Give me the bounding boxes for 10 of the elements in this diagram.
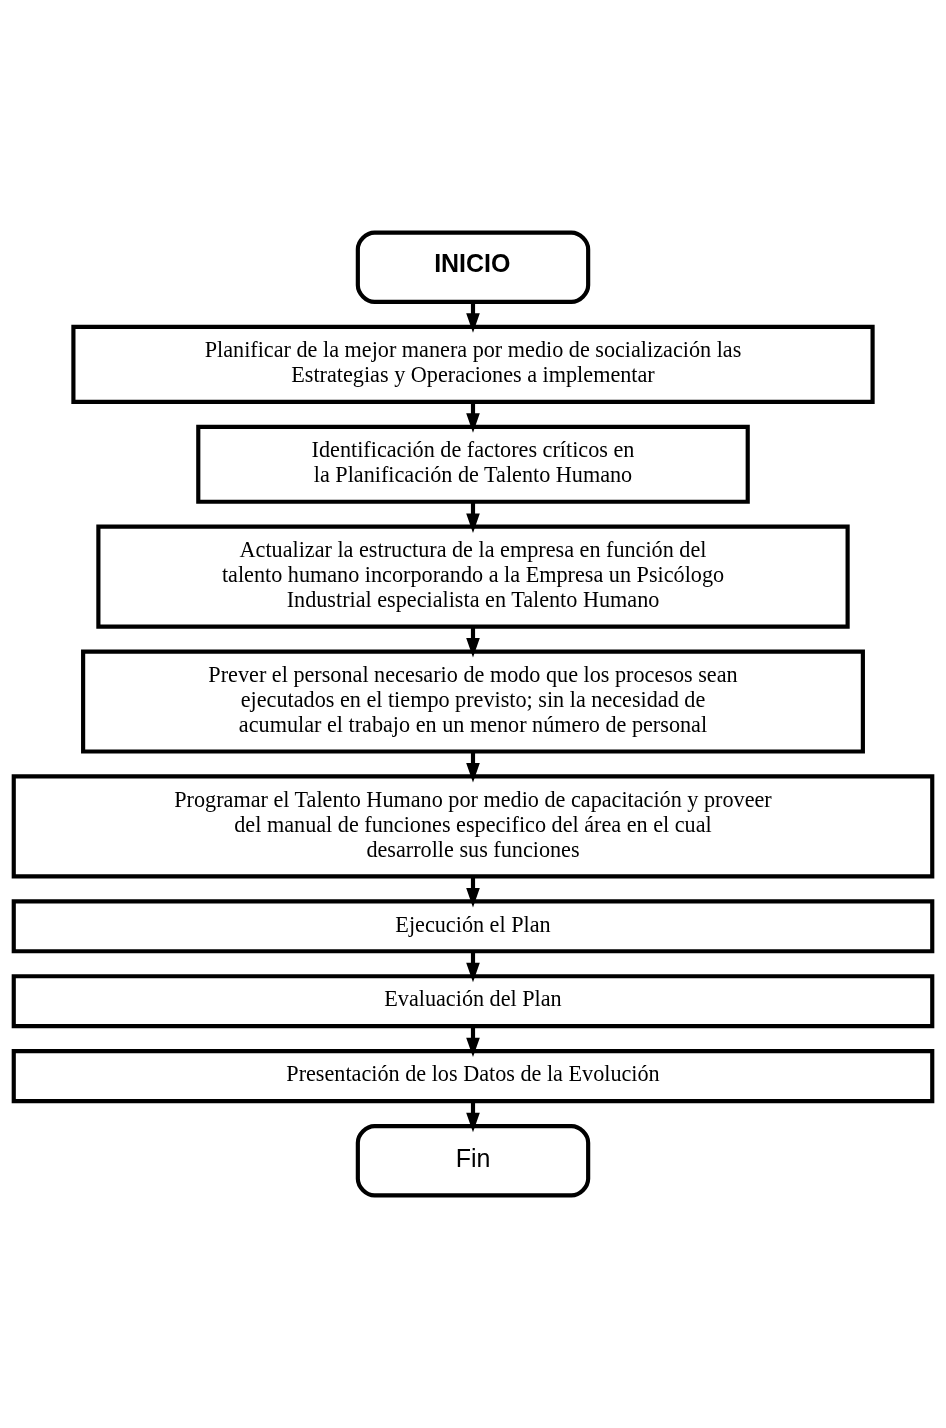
node-box: Ejecución el Plan — [11, 899, 935, 954]
node-box: Actualizar la estructura de la empresa en función del talento humano incorporando a la Empresa un Psicólogo Industrial especialista en Talento Humano — [96, 524, 850, 629]
node-box: Programar el Talento Humano por medio de capacitación y proveer del manual de funciones especifico del área en el cual desarrolle sus funciones — [11, 774, 935, 879]
node-box: INICIO — [355, 230, 591, 304]
node-box: Prever el personal necesario de modo que los procesos sean ejecutados en el tiempo previsto; sin la necesidad de acumular el trabajo en un menor número de personal — [81, 649, 865, 754]
node-box: Evaluación del Plan — [11, 974, 935, 1029]
node-box: Identificación de factores críticos en la Planificación de Talento Humano — [196, 424, 750, 504]
node-box: Fin — [355, 1124, 591, 1198]
node-box: Planificar de la mejor manera por medio de socialización las Estrategias y Operaciones a implementar — [71, 324, 875, 404]
node-box: Presentación de los Datos de la Evolución — [11, 1049, 935, 1104]
